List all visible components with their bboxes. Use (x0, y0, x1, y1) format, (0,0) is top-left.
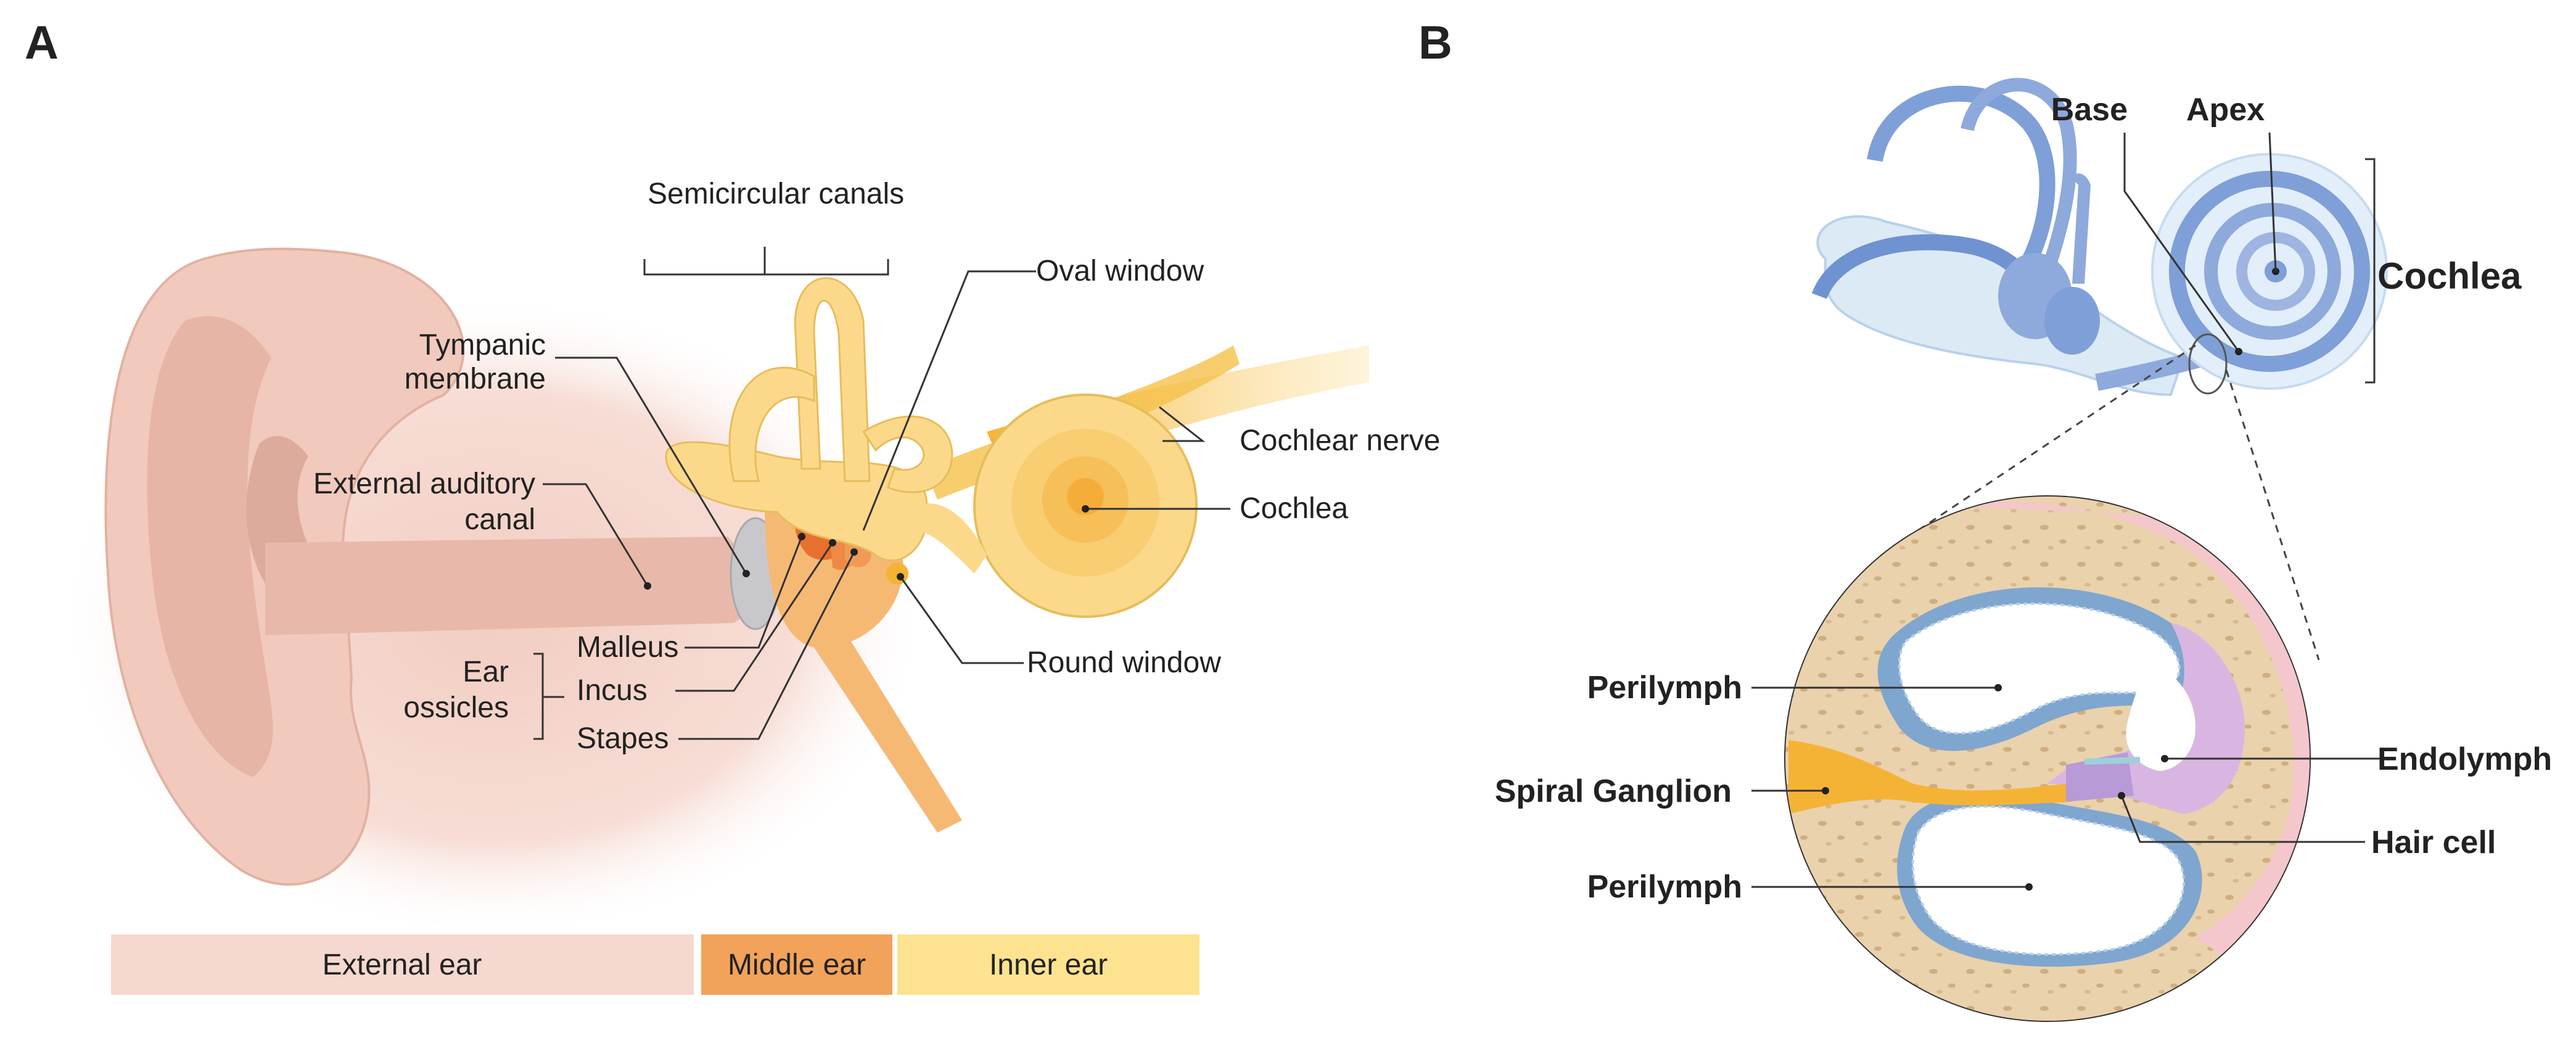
label-malleus: Malleus (577, 631, 678, 664)
label-spiral-ganglion: Spiral Ganglion (1495, 773, 1732, 809)
label-stapes: Stapes (577, 722, 669, 755)
region-inner (897, 934, 1200, 995)
region-bar: External ear Middle ear Inner ear (111, 934, 1200, 995)
label-apex: Apex (2186, 92, 2265, 128)
label-cochlear-nerve: Cochlear nerve (1240, 424, 1441, 457)
label-tympanic-2: membrane (405, 363, 546, 395)
label-incus: Incus (577, 674, 648, 707)
label-base: Base (2051, 92, 2128, 128)
cochlea-cross-section (1784, 495, 2311, 1022)
label-cochlea-b: Cochlea (2377, 255, 2522, 297)
label-external-canal-2: canal (464, 503, 535, 536)
region-external (111, 934, 694, 995)
label-oval-window: Oval window (1036, 255, 1204, 287)
label-perilymph-top: Perilymph (1587, 670, 1742, 706)
region-inner-label: Inner ear (989, 949, 1108, 981)
label-round-window: Round window (1027, 646, 1221, 679)
panel-a-label: A (25, 17, 59, 69)
region-middle (701, 934, 892, 995)
cochlea-spiral (2151, 153, 2388, 390)
label-semicircular-canals: Semicircular canals (648, 178, 904, 210)
region-middle-label: Middle ear (728, 949, 866, 981)
bony-labyrinth (1811, 78, 2248, 397)
label-perilymph-bottom: Perilymph (1587, 869, 1742, 905)
cochlea-bracket (2365, 158, 2376, 384)
semicircular-canals-bracket (643, 247, 889, 276)
label-external-canal-1: External auditory (313, 468, 535, 500)
label-ear-ossicles-1: Ear (463, 656, 509, 688)
region-external-label: External ear (323, 949, 482, 981)
label-ear-ossicles-2: ossicles (403, 691, 509, 724)
panel-b-label: B (1418, 17, 1452, 69)
label-cochlea-a: Cochlea (1240, 492, 1348, 525)
external-auditory-canal (265, 537, 777, 635)
label-hair-cell: Hair cell (2371, 825, 2496, 860)
label-endolymph: Endolymph (2377, 741, 2552, 777)
label-tympanic-1: Tympanic (419, 329, 546, 361)
inner-ear (665, 277, 1198, 618)
